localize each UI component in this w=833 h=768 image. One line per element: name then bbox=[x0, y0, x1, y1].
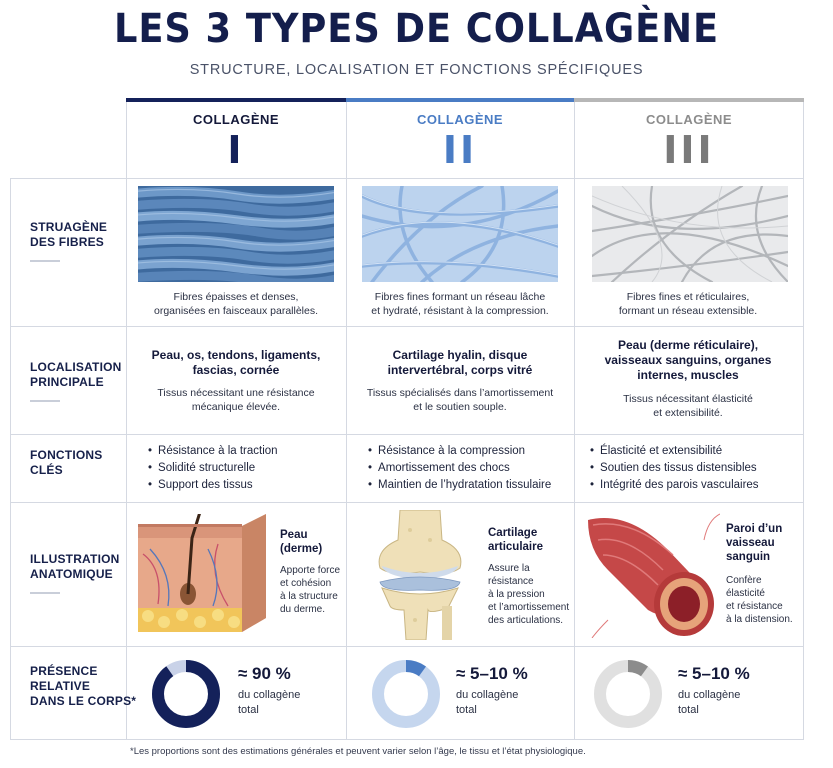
type2-header-bar bbox=[346, 98, 574, 102]
collagen-3-percentage: ≈ 5–10 % bbox=[678, 664, 750, 683]
collagen-2-roman: II bbox=[442, 128, 478, 172]
list-item: Élasticité et extensibilité bbox=[590, 443, 759, 460]
collagen-1-name: COLLAGÈNE bbox=[192, 112, 280, 127]
page-title: LES 3 TYPES DE COLLAGÈNE bbox=[113, 6, 720, 52]
donut-remainder-segment bbox=[372, 660, 440, 728]
header-collagen-3: COLLAGÈNE III bbox=[574, 98, 804, 178]
list-item: Soutien des tissus distensibles bbox=[590, 460, 759, 477]
list-item: Support des tissus bbox=[148, 477, 278, 494]
blood-vessel-illustration bbox=[588, 510, 720, 638]
collagen-3-functions: Élasticité et extensibilité Soutien des … bbox=[590, 443, 759, 494]
collagen-3-donut bbox=[594, 660, 662, 728]
collagen-2-percentage: ≈ 5–10 % bbox=[456, 664, 528, 683]
list-item: Intégrité des parois vasculaires bbox=[590, 477, 759, 494]
page-subtitle: STRUCTURE, LOCALISATION ET FONCTIONS SPÉ… bbox=[189, 62, 644, 78]
collagen-3-fibre-caption: Fibres fines et réticulaires,formant un … bbox=[618, 291, 758, 317]
header-collagen-2: COLLAGÈNE II bbox=[346, 98, 574, 178]
donut-value-segment bbox=[594, 660, 662, 728]
donut-value-segment bbox=[152, 660, 220, 728]
collagen-1-fibre-image bbox=[138, 186, 334, 282]
collagen-2-functions: Résistance à la compression Amortissemen… bbox=[368, 443, 551, 494]
collagen-2-donut bbox=[372, 660, 440, 728]
header-collagen-1: COLLAGÈNE I bbox=[126, 98, 346, 178]
skin-title: Peau(derme) bbox=[280, 529, 323, 555]
skin-dermis-illustration bbox=[138, 514, 270, 634]
collagen-1-location: Peau, os, tendons, ligaments,fascias, co… bbox=[151, 348, 321, 377]
collagen-3-fibre-image bbox=[592, 186, 788, 282]
donut-remainder-segment bbox=[594, 660, 662, 728]
type1-header-bar bbox=[126, 98, 346, 102]
collagen-2-fibre-image bbox=[362, 186, 558, 282]
collagen-1-roman: I bbox=[227, 128, 245, 172]
list-item: Maintien de l’hydratation tissulaire bbox=[368, 477, 551, 494]
collagen-3-location: Peau (derme réticulaire),vaisseaux sangu… bbox=[604, 338, 772, 382]
collagen-1-functions: Résistance à la traction Solidité struct… bbox=[148, 443, 278, 494]
list-item: Solidité structurelle bbox=[148, 460, 278, 477]
collagen-1-fibre-caption: Fibres épaisses et denses,organisées en … bbox=[153, 291, 319, 317]
comparison-table: COLLAGÈNE I COLLAGÈNE II COLLAGÈNE III S… bbox=[10, 98, 804, 740]
knee-cartilage-illustration bbox=[370, 510, 470, 640]
donut-value-segment bbox=[372, 660, 440, 728]
collagen-1-percentage: ≈ 90 % bbox=[238, 664, 291, 683]
list-item: Résistance à la traction bbox=[148, 443, 278, 460]
collagen-2-name: COLLAGÈNE bbox=[416, 112, 504, 127]
collagen-1-donut bbox=[152, 660, 220, 728]
collagen-3-roman: III bbox=[663, 128, 715, 172]
type3-header-bar bbox=[574, 98, 804, 102]
list-item: Amortissement des chocs bbox=[368, 460, 551, 477]
list-item: Résistance à la compression bbox=[368, 443, 551, 460]
footnote: *Les proportions sont des estimations gé… bbox=[130, 746, 586, 757]
collagen-3-name: COLLAGÈNE bbox=[645, 112, 733, 127]
